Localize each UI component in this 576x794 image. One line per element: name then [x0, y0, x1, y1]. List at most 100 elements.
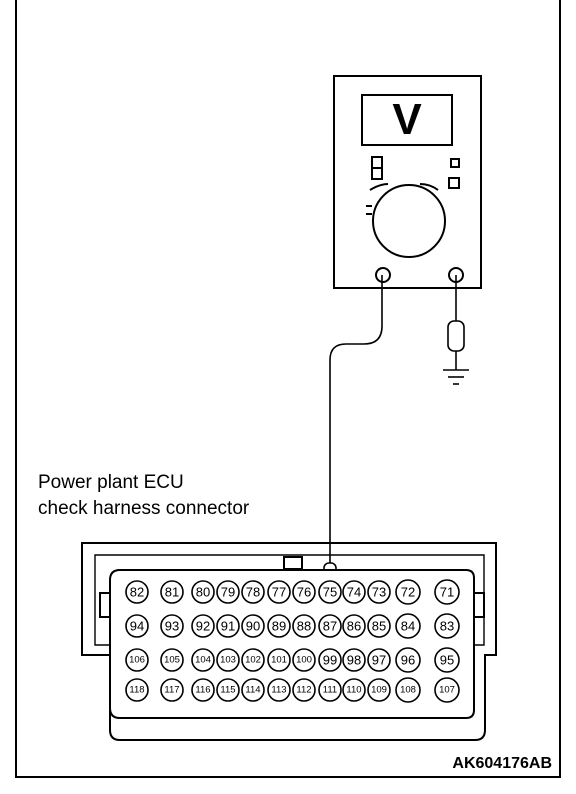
pin-label: 93	[165, 619, 179, 634]
pin-circle	[318, 580, 342, 604]
pin-circle	[292, 648, 316, 672]
pin-label: 86	[347, 619, 361, 634]
pin-112: 112	[292, 678, 316, 702]
pin-102: 102	[241, 648, 265, 672]
pin-90: 90	[241, 614, 265, 638]
meter-dial	[372, 184, 446, 258]
pin-label: 81	[165, 585, 179, 600]
pin-92: 92	[191, 614, 215, 638]
pin-circle	[125, 614, 149, 638]
pin-circle	[292, 614, 316, 638]
pin-circle	[367, 648, 391, 672]
connector-housing	[81, 542, 497, 741]
pin-label: 83	[440, 619, 454, 634]
pin-label: 90	[246, 619, 260, 634]
pin-label: 113	[271, 685, 286, 696]
pin-84: 84	[395, 613, 421, 639]
meter-range-marks	[366, 183, 439, 215]
pin-75: 75	[318, 580, 342, 604]
pin-label: 98	[347, 653, 361, 668]
pin-89: 89	[267, 614, 291, 638]
pin-72: 72	[395, 579, 421, 605]
pin-label: 101	[271, 655, 287, 666]
pin-label: 97	[372, 653, 386, 668]
pin-78: 78	[241, 580, 265, 604]
meter-display-text: V	[392, 95, 422, 144]
pin-label: 100	[296, 655, 312, 666]
pin-circle	[216, 614, 240, 638]
pin-circle	[267, 580, 291, 604]
pin-circle	[395, 677, 421, 703]
pin-label: 112	[296, 685, 311, 696]
pin-label: 114	[245, 685, 260, 696]
pin-101: 101	[267, 648, 291, 672]
pin-76: 76	[292, 580, 316, 604]
pin-label: 102	[245, 655, 261, 666]
pin-100: 100	[292, 648, 316, 672]
pin-111: 111	[318, 678, 342, 702]
pin-circle	[367, 678, 391, 702]
pin-83: 83	[434, 613, 460, 639]
pin-label: 95	[440, 653, 454, 668]
pin-circle	[318, 648, 342, 672]
pin-103: 103	[216, 648, 240, 672]
pin-circle	[292, 580, 316, 604]
pin-label: 74	[347, 585, 361, 600]
pin-label: 104	[195, 655, 211, 666]
pin-117: 117	[160, 678, 184, 702]
pin-circle	[125, 648, 149, 672]
pin-circle	[241, 580, 265, 604]
pin-circle	[395, 647, 421, 673]
pin-87: 87	[318, 614, 342, 638]
connector-key	[283, 556, 303, 570]
pin-113: 113	[267, 678, 291, 702]
pin-circle	[160, 648, 184, 672]
pin-107: 107	[434, 677, 460, 703]
pin-circle	[191, 614, 215, 638]
pin-108: 108	[395, 677, 421, 703]
pin-label: 103	[220, 655, 236, 666]
pin-77: 77	[267, 580, 291, 604]
pin-label: 88	[297, 619, 311, 634]
pin-label: 96	[401, 653, 415, 668]
pin-label: 85	[372, 619, 386, 634]
connector-label-line2: check harness connector	[38, 498, 250, 519]
pin-label: 109	[371, 685, 387, 696]
pin-116: 116	[191, 678, 215, 702]
pin-105: 105	[160, 648, 184, 672]
pin-circle	[342, 614, 366, 638]
pin-label: 91	[221, 619, 235, 634]
pin-label: 108	[400, 685, 416, 696]
pin-circle	[191, 678, 215, 702]
meter-button-right-bottom	[448, 177, 460, 189]
pin-label: 77	[272, 585, 286, 600]
multimeter: V	[333, 75, 482, 289]
pin-label: 106	[129, 655, 145, 666]
pin-label: 87	[323, 619, 337, 634]
connector-label-line1: Power plant ECU	[38, 472, 184, 493]
pin-label: 76	[297, 585, 311, 600]
pin-circle	[434, 579, 460, 605]
pin-circle	[342, 580, 366, 604]
pin-93: 93	[160, 614, 184, 638]
pin-label: 79	[221, 585, 235, 600]
pin-74: 74	[342, 580, 366, 604]
pin-115: 115	[216, 678, 240, 702]
ground-lead	[443, 275, 469, 385]
multimeter-body	[333, 75, 482, 289]
pin-106: 106	[125, 648, 149, 672]
pin-label: 73	[372, 585, 386, 600]
pin-label: 111	[323, 685, 337, 696]
pin-label: 84	[401, 619, 415, 634]
pin-circle	[216, 678, 240, 702]
pin-circle	[342, 678, 366, 702]
pin-circle	[318, 678, 342, 702]
pin-label: 118	[129, 685, 144, 696]
pin-circle	[191, 648, 215, 672]
pin-circle	[395, 613, 421, 639]
pin-circle	[160, 614, 184, 638]
pin-99: 99	[318, 648, 342, 672]
meter-button-right-top	[450, 158, 460, 168]
